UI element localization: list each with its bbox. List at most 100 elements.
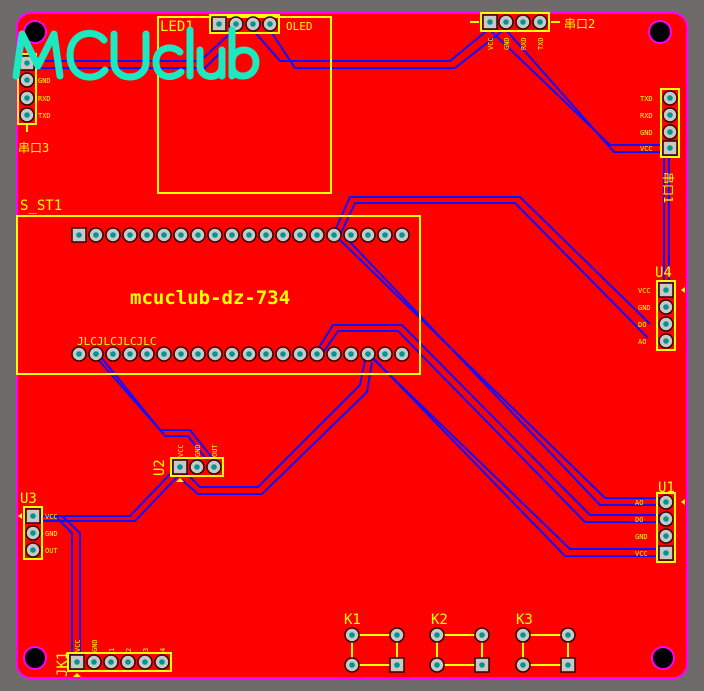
u1-pin-1[interactable]: [658, 494, 674, 510]
s-st1-bottom-pin-9[interactable]: [207, 346, 223, 362]
serial2-pin-4[interactable]: [532, 14, 548, 30]
s-st1-top-pin-4[interactable]: [122, 227, 138, 243]
s-st1-bottom-pin-15[interactable]: [309, 346, 325, 362]
s-st1-top-pin-17[interactable]: [343, 227, 359, 243]
pin-label: GND: [38, 77, 51, 85]
s-st1-top-pin-14[interactable]: [292, 227, 308, 243]
s-st1-bottom-pin-1[interactable]: [71, 346, 87, 362]
serial2-outline: [480, 12, 550, 32]
s-st1-top-pin-19[interactable]: [377, 227, 393, 243]
pin-label: RXD: [640, 112, 653, 120]
u4-pin-3[interactable]: [658, 316, 674, 332]
s-st1-top-pin-7[interactable]: [173, 227, 189, 243]
led1-ref: LED1: [160, 19, 194, 35]
k1-pad[interactable]: [389, 657, 405, 673]
serial3-pin-2[interactable]: [19, 72, 35, 88]
jk1-outline: [67, 652, 172, 672]
s-st1-bottom-pin-12[interactable]: [258, 346, 274, 362]
s-st1-bottom-pin-5[interactable]: [139, 346, 155, 362]
k1-pad[interactable]: [389, 627, 405, 643]
s-st1-top-pin-3[interactable]: [105, 227, 121, 243]
s-st1-bottom-pin-11[interactable]: [241, 346, 257, 362]
serial2-pin-1[interactable]: [482, 14, 498, 30]
u1-pin-3[interactable]: [658, 528, 674, 544]
s-st1-bottom-pin-6[interactable]: [156, 346, 172, 362]
serial3-pin-3[interactable]: [19, 90, 35, 106]
jk1-pin-1[interactable]: [69, 654, 85, 670]
s-st1-top-pin-10[interactable]: [224, 227, 240, 243]
s-st1-bottom-pin-17[interactable]: [343, 346, 359, 362]
serial2-pin-2[interactable]: [498, 14, 514, 30]
s-st1-top-pin-16[interactable]: [326, 227, 342, 243]
k1-pad[interactable]: [344, 627, 360, 643]
jk1-pin-3[interactable]: [103, 654, 119, 670]
k3-pad[interactable]: [560, 657, 576, 673]
serial1-pin-2[interactable]: [662, 107, 678, 123]
copper-trace: [489, 29, 660, 146]
u3-pin-2[interactable]: [25, 525, 41, 541]
pin-label: 4: [159, 648, 167, 652]
s-st1-top-pin-6[interactable]: [156, 227, 172, 243]
k1-pad[interactable]: [344, 657, 360, 673]
s-st1-top-pin-9[interactable]: [207, 227, 223, 243]
serial1-pin-3[interactable]: [662, 124, 678, 140]
k2-pad[interactable]: [429, 657, 445, 673]
s-st1-top-pin-18[interactable]: [360, 227, 376, 243]
s-st1-bottom-pin-7[interactable]: [173, 346, 189, 362]
jk1-pin-4[interactable]: [120, 654, 136, 670]
s-st1-bottom-pin-18[interactable]: [360, 346, 376, 362]
k3-pad[interactable]: [560, 627, 576, 643]
pin-label: TXD: [640, 95, 653, 103]
s-st1-bottom-pin-13[interactable]: [275, 346, 291, 362]
s-st1-bottom-pin-16[interactable]: [326, 346, 342, 362]
s-st1-top-pin-1[interactable]: [71, 227, 87, 243]
jk1-pin-5[interactable]: [137, 654, 153, 670]
k2-pad[interactable]: [474, 657, 490, 673]
s-st1-bottom-pin-8[interactable]: [190, 346, 206, 362]
u1-pin-4[interactable]: [658, 545, 674, 561]
u3-ref: U3: [20, 491, 37, 507]
u2-pin-1[interactable]: [172, 459, 188, 475]
pin-label: TXD: [537, 37, 545, 50]
s-st1-top-pin-13[interactable]: [275, 227, 291, 243]
serial3-pin-1[interactable]: [19, 55, 35, 71]
s-st1-bottom-pin-14[interactable]: [292, 346, 308, 362]
k2-pad[interactable]: [474, 627, 490, 643]
serial3-pin-4[interactable]: [19, 107, 35, 123]
s-st1-bottom-pin-20[interactable]: [394, 346, 410, 362]
s-st1-top-pin-5[interactable]: [139, 227, 155, 243]
s-st1-top-pin-12[interactable]: [258, 227, 274, 243]
s-st1-top-pin-11[interactable]: [241, 227, 257, 243]
pin-label: RXD: [38, 95, 51, 103]
s-st1-bottom-pin-10[interactable]: [224, 346, 240, 362]
s-st1-top-pin-20[interactable]: [394, 227, 410, 243]
u4-pin-4[interactable]: [658, 333, 674, 349]
u1-pin-2[interactable]: [658, 511, 674, 527]
s-st1-top-pin-8[interactable]: [190, 227, 206, 243]
jk1-pin-6[interactable]: [154, 654, 170, 670]
jk1-pin-2[interactable]: [86, 654, 102, 670]
pin-label: OUT: [211, 444, 219, 457]
k3-pad[interactable]: [515, 657, 531, 673]
u3-pin-1[interactable]: [25, 508, 41, 524]
k3-pad[interactable]: [515, 627, 531, 643]
s-st1-bottom-pin-3[interactable]: [105, 346, 121, 362]
u4-pin-2[interactable]: [658, 299, 674, 315]
led1-pin-3[interactable]: [245, 16, 261, 32]
s-st1-bottom-pin-19[interactable]: [377, 346, 393, 362]
u4-pin-1[interactable]: [658, 282, 674, 298]
led1-pin-1[interactable]: [211, 16, 227, 32]
u2-pin-3[interactable]: [206, 459, 222, 475]
serial2-pin-3[interactable]: [515, 14, 531, 30]
s-st1-bottom-pin-4[interactable]: [122, 346, 138, 362]
u3-pin-3[interactable]: [25, 542, 41, 558]
u2-pin-2[interactable]: [189, 459, 205, 475]
serial1-pin-4[interactable]: [662, 140, 678, 156]
s-st1-bottom-pin-2[interactable]: [88, 346, 104, 362]
k2-pad[interactable]: [429, 627, 445, 643]
s-st1-top-pin-15[interactable]: [309, 227, 325, 243]
s-st1-top-pin-2[interactable]: [88, 227, 104, 243]
serial1-pin-1[interactable]: [662, 90, 678, 106]
led1-pin-4[interactable]: [262, 16, 278, 32]
